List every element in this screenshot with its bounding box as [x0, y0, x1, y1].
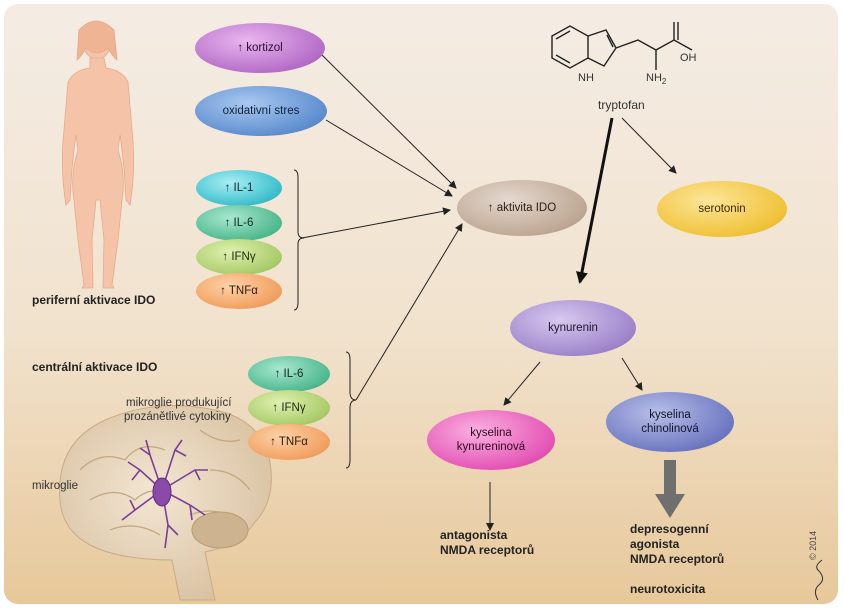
oval-oxidative-stress: oxidativní stres	[195, 86, 327, 136]
microglia-description-2: prozánětlivé cytokiny	[124, 411, 231, 423]
oval-il1: ↑ IL-1	[196, 170, 282, 206]
microglia-description-1: mikroglie produkující	[126, 397, 232, 409]
oval-ifn-peripheral: ↑ IFNγ	[196, 239, 282, 275]
central-activation-label: centrální aktivace IDO	[32, 360, 158, 374]
oval-il6-central: ↑ IL-6	[248, 356, 330, 392]
oval-tnf-central: ↑ TNFα	[248, 424, 330, 460]
oval-ido-activity: ↑ aktivita IDO	[457, 180, 587, 236]
oval-il6-peripheral: ↑ IL-6	[196, 205, 282, 241]
microglia-label: mikroglie	[32, 480, 79, 492]
oval-tnf-peripheral: ↑ TNFα	[196, 273, 282, 309]
oval-serotonin: serotonin	[657, 181, 787, 237]
oval-kynurenin: kynurenin	[510, 300, 636, 356]
peripheral-activation-label: periferní aktivace IDO	[32, 293, 156, 307]
tryptophan-nh-label: NH	[578, 72, 594, 84]
oval-ifn-central: ↑ IFNγ	[248, 390, 330, 426]
tryptophan-nh2-label: NH2	[646, 72, 667, 87]
tryptophan-oh-label: OH	[680, 52, 697, 64]
oval-kortizol: ↑ kortizol	[195, 23, 325, 73]
tryptophan-label: tryptofan	[598, 98, 645, 112]
